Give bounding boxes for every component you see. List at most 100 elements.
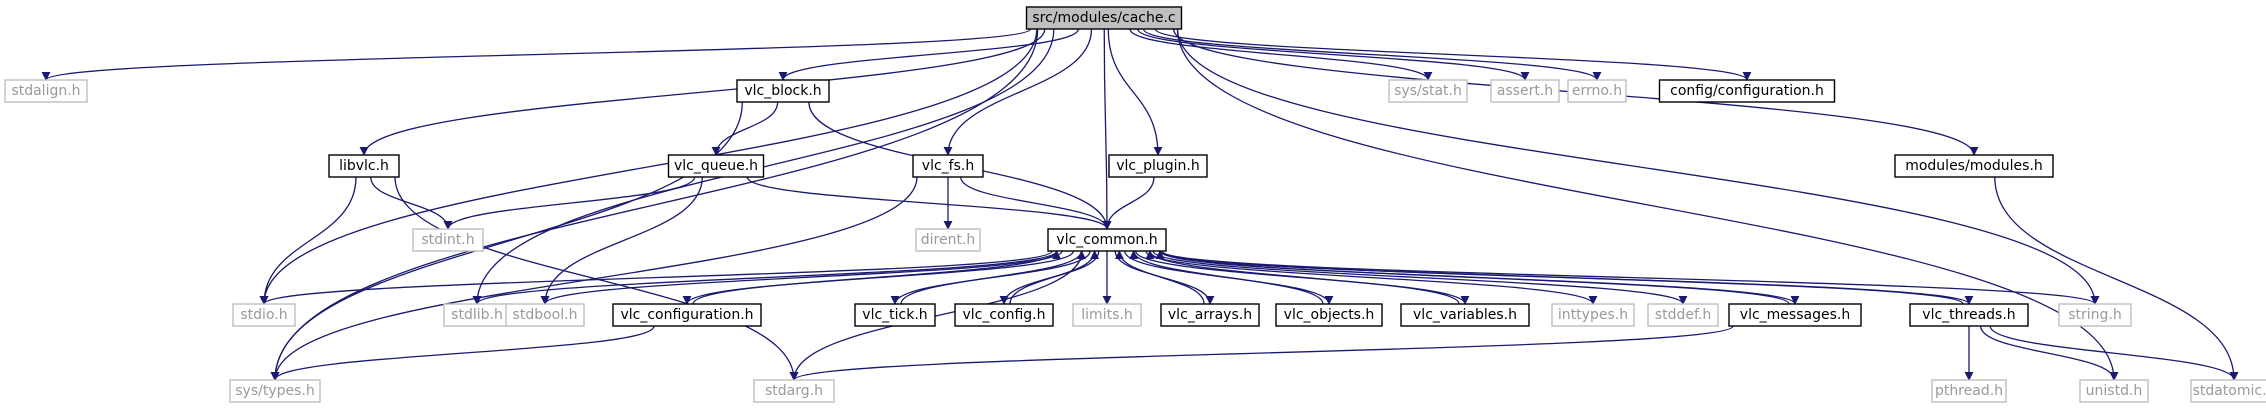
edge-root-to-vlc_fs xyxy=(943,28,1093,156)
node-vlc-queue[interactable]: vlc_queue.h xyxy=(667,154,765,178)
edge-vlc_variables-to-vlc_common xyxy=(1145,250,1460,305)
node-vlc-arrays[interactable]: vlc_arrays.h xyxy=(1160,303,1260,327)
node-box xyxy=(1647,303,1719,327)
node-vlc-threads[interactable]: vlc_threads.h xyxy=(1909,303,2029,327)
node-box xyxy=(1025,6,1183,30)
node-root[interactable]: src/modules/cache.c xyxy=(1025,6,1183,30)
node-vlc-fs[interactable]: vlc_fs.h xyxy=(912,154,984,178)
edge-root-to-stdalign xyxy=(41,28,1032,81)
node-box xyxy=(854,303,936,327)
node-vlc-config[interactable]: vlc_config.h xyxy=(954,303,1054,327)
node-box xyxy=(4,79,88,103)
node-assert: assert.h xyxy=(1490,79,1560,103)
node-box xyxy=(1275,303,1383,327)
node-box xyxy=(753,379,835,403)
node-label: sys/types.h xyxy=(235,383,314,399)
edge-vlc_arrays-to-vlc_common xyxy=(1114,250,1205,305)
node-box xyxy=(1728,303,1862,327)
node-vlc-objects[interactable]: vlc_objects.h xyxy=(1275,303,1383,327)
edge-root-to-config_conf xyxy=(1154,28,1752,81)
node-label: vlc_tick.h xyxy=(862,307,927,323)
edge-root-to-string xyxy=(1176,28,2100,305)
node-label: vlc_queue.h xyxy=(674,158,758,174)
node-box xyxy=(1658,79,1836,103)
node-stdarg: stdarg.h xyxy=(753,379,835,403)
edge-vlc_block-to-sys_types xyxy=(270,101,744,381)
edge-root-to-errno xyxy=(1142,28,1602,81)
node-box xyxy=(2058,303,2132,327)
node-box xyxy=(954,303,1054,327)
node-vlc-messages[interactable]: vlc_messages.h xyxy=(1728,303,1862,327)
edge-vlc_config-to-vlc_common xyxy=(1009,250,1100,305)
edge-libvlc-to-stdint xyxy=(370,176,453,230)
node-vlc-plugin[interactable]: vlc_plugin.h xyxy=(1108,154,1208,178)
node-libvlc[interactable]: libvlc.h xyxy=(328,154,400,178)
node-label: vlc_configuration.h xyxy=(620,307,753,323)
node-box xyxy=(1931,379,2007,403)
node-label: stdalign.h xyxy=(11,83,80,99)
edge-root-to-libvlc xyxy=(359,28,1046,156)
node-label: vlc_messages.h xyxy=(1740,307,1850,323)
node-inttypes: inttypes.h xyxy=(1551,303,1635,327)
node-limits: limits.h xyxy=(1072,303,1142,327)
node-box xyxy=(1047,228,1167,252)
edge-vlc_configuration-to-vlc_common xyxy=(692,250,1061,305)
node-label: modules/modules.h xyxy=(1905,158,2043,174)
node-label: src/modules/cache.c xyxy=(1032,10,1175,26)
node-sys-types: sys/types.h xyxy=(229,379,321,403)
node-sys-stat: sys/stat.h xyxy=(1388,79,1468,103)
node-vlc-variables[interactable]: vlc_variables.h xyxy=(1400,303,1530,327)
node-label: limits.h xyxy=(1081,307,1132,323)
node-label: vlc_block.h xyxy=(744,83,821,99)
edge-libvlc-to-stdio xyxy=(259,176,357,305)
node-label: pthread.h xyxy=(1935,383,2003,399)
edge-root-to-sys_types xyxy=(270,28,1039,381)
node-modules-modules[interactable]: modules/modules.h xyxy=(1894,154,2054,178)
node-label: vlc_variables.h xyxy=(1413,307,1517,323)
edge-vlc_queue-to-stdint xyxy=(443,176,696,230)
node-pthread: pthread.h xyxy=(1931,379,2007,403)
node-stdint: stdint.h xyxy=(412,228,484,252)
node-label: vlc_threads.h xyxy=(1922,307,2015,323)
node-vlc-configuration[interactable]: vlc_configuration.h xyxy=(612,303,762,327)
node-box xyxy=(667,154,765,178)
node-config-conf[interactable]: config/configuration.h xyxy=(1658,79,1836,103)
node-label: stdlib.h xyxy=(451,307,503,323)
edge-root-to-sys_stat xyxy=(1129,28,1433,81)
node-vlc-common[interactable]: vlc_common.h xyxy=(1047,228,1167,252)
node-label: vlc_objects.h xyxy=(1284,307,1375,323)
node-vlc-block[interactable]: vlc_block.h xyxy=(736,79,830,103)
edge-vlc_plugin-to-vlc_common xyxy=(1102,176,1155,230)
node-dirent: dirent.h xyxy=(915,228,981,252)
edge-root-to-stdlib xyxy=(472,28,1055,305)
include-edges xyxy=(41,28,2239,381)
node-stdlib: stdlib.h xyxy=(443,303,511,327)
node-unistd: unistd.h xyxy=(2079,379,2149,403)
node-box xyxy=(736,79,830,103)
node-label: stdio.h xyxy=(240,307,287,323)
node-box xyxy=(1388,79,1468,103)
edge-vlc_fs-to-vlc_common xyxy=(960,176,1112,230)
node-box xyxy=(1400,303,1530,327)
node-label: string.h xyxy=(2068,307,2122,323)
node-stdio: stdio.h xyxy=(232,303,296,327)
edge-vlc_tick-to-vlc_common xyxy=(900,250,1087,305)
node-vlc-tick[interactable]: vlc_tick.h xyxy=(854,303,936,327)
node-stdatomic: stdatomic.h xyxy=(2190,379,2266,403)
edge-vlc_common-to-stdarg xyxy=(789,250,1083,381)
node-box xyxy=(912,154,984,178)
edge-vlc_common-to-stdlib xyxy=(472,250,1058,305)
node-label: errno.h xyxy=(1572,83,1622,99)
node-label: assert.h xyxy=(1497,83,1553,99)
node-box xyxy=(1160,303,1260,327)
edge-vlc_threads-to-stdatomic xyxy=(1989,325,2239,381)
node-box xyxy=(1567,79,1627,103)
node-label: vlc_common.h xyxy=(1056,232,1157,248)
node-box xyxy=(612,303,762,327)
edge-vlc_common-to-stddef xyxy=(1152,250,1688,305)
node-box xyxy=(1490,79,1560,103)
node-label: dirent.h xyxy=(921,232,976,248)
node-label: stdarg.h xyxy=(765,383,823,399)
node-stddef: stddef.h xyxy=(1647,303,1719,327)
node-box xyxy=(1551,303,1635,327)
